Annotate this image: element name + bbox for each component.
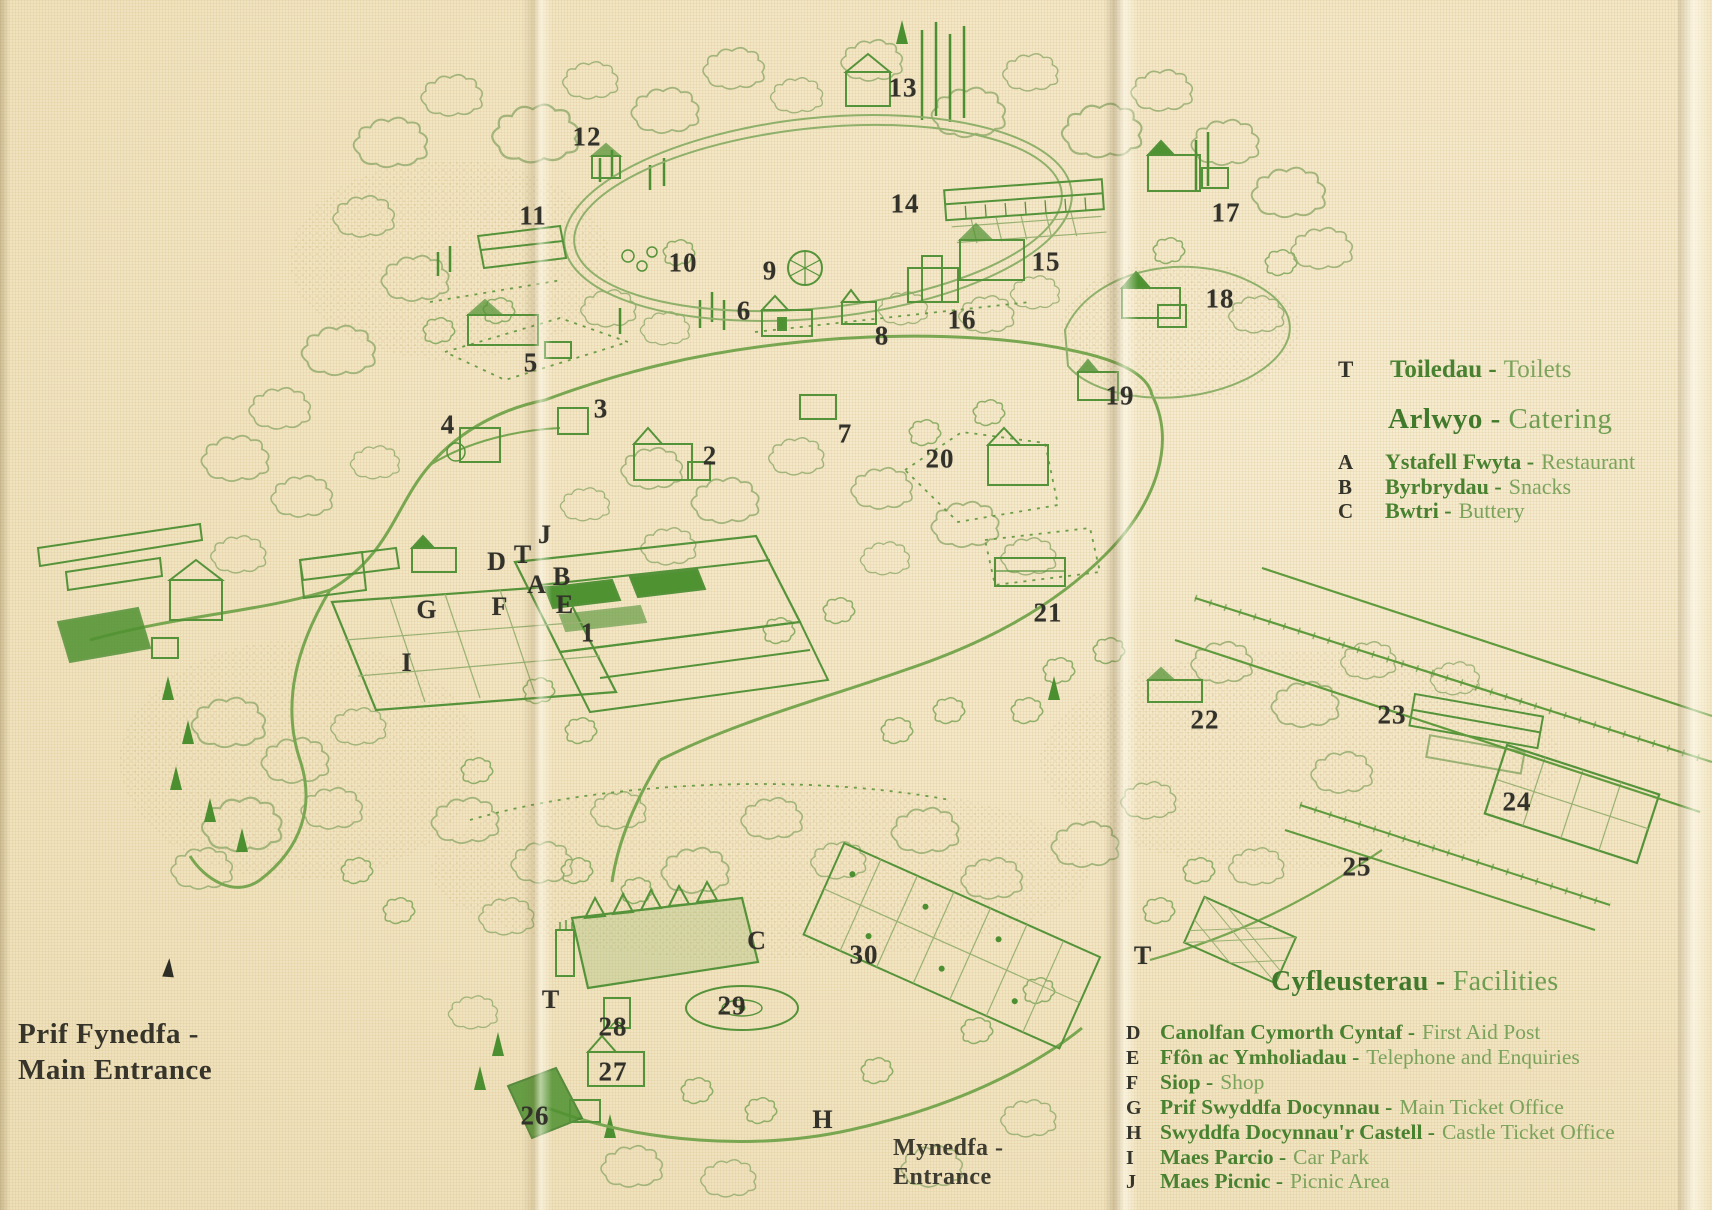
legend-welsh-G: Prif Swyddfa Docynnau - (1160, 1094, 1393, 1119)
legend-item-B: B Byrbrydau -Snacks (1338, 473, 1635, 500)
legend-facilities-items: D Canolfan Cymorth Cyntaf -First Aid Post… (1126, 1020, 1615, 1195)
legend-english-C: Buttery (1458, 498, 1525, 524)
legend-item-G: G Prif Swyddfa Docynnau -Main Ticket Offi… (1126, 1094, 1615, 1121)
terrace-walls (1174, 566, 1712, 931)
legend-item-F: F Siop -Shop (1126, 1069, 1615, 1096)
legend-key-I: I (1126, 1146, 1134, 1169)
legend-english-H: Castle Ticket Office (1441, 1119, 1615, 1144)
legend-welsh-A: Ystafell Fwyta - (1385, 449, 1535, 474)
legend-item-E: E Ffôn ac Ymholiadau -Telephone and Enqui… (1126, 1044, 1615, 1071)
legend-welsh-E: Ffôn ac Ymholiadau - (1160, 1044, 1360, 1069)
legend-english-J: Picnic Area (1290, 1169, 1390, 1194)
legend-welsh-D: Canolfan Cymorth Cyntaf - (1160, 1020, 1416, 1044)
walled-garden (1483, 743, 1661, 865)
main-entrance-line-english: Main Entrance (18, 1054, 213, 1086)
glasshouse (1182, 895, 1298, 985)
legend-toilets: T Toiledau -Toilets (1338, 356, 1571, 384)
facilities-header-english: Facilities (1452, 966, 1559, 997)
legend-key-F: F (1126, 1071, 1139, 1094)
fence-layer (429, 279, 1102, 821)
legend-key-J: J (1126, 1171, 1136, 1194)
legend-item-A: A Ystafell Fwyta -Restaurant (1338, 449, 1636, 475)
entrance-complex (36, 522, 368, 664)
legend-english-G: Main Ticket Office (1399, 1094, 1564, 1119)
legend-welsh-F: Siop - (1160, 1069, 1214, 1094)
legend-catering-header: Arlwyo - Catering (1388, 403, 1612, 436)
catering-header-english: Catering (1508, 403, 1613, 435)
legend-english-B: Snacks (1508, 473, 1572, 499)
ground-shading (120, 160, 1560, 960)
legend-welsh-B: Byrbrydau - (1385, 473, 1502, 499)
main-entrance-line-welsh: Prif Fynedfa - (18, 1018, 199, 1050)
legend-key-B: B (1338, 474, 1353, 499)
legend-welsh-J: Maes Picnic - (1160, 1169, 1283, 1194)
foliage-strokes (436, 22, 1210, 334)
entrance-arrow: ▲ (157, 947, 180, 985)
legend-key-G: G (1126, 1096, 1142, 1119)
legend-key-E: E (1126, 1046, 1140, 1069)
legend-key-T: T (1338, 357, 1354, 382)
museum-galleries (513, 534, 830, 714)
legend-key-D: D (1126, 1022, 1141, 1044)
roundhouse (787, 250, 823, 286)
legend-facilities-header: Cyfleusterau - Facilities (1271, 966, 1558, 998)
entrance-label: Mynedfa - Entrance (893, 1134, 1003, 1192)
legend-english-F: Shop (1220, 1069, 1265, 1094)
entrance-line-welsh: Mynedfa - (893, 1135, 1004, 1161)
legend-item-C: C Bwtri -Buttery (1338, 498, 1635, 524)
legend-welsh-C: Bwtri - (1385, 498, 1452, 524)
legend-key-C: C (1338, 499, 1354, 524)
legend-key-H: H (1126, 1121, 1142, 1144)
legend-english-D: First Aid Post (1422, 1020, 1541, 1044)
legend-welsh-H: Swyddfa Docynnau'r Castell - (1160, 1119, 1435, 1144)
legend-item-H: H Swyddfa Docynnau'r Castell -Castle Tick… (1126, 1119, 1615, 1146)
entrance-line-english: Entrance (893, 1164, 992, 1190)
legend-key-A: A (1338, 450, 1354, 474)
legend-english-E: Telephone and Enquiries (1366, 1044, 1580, 1069)
legend-item-I: I Maes Parcio -Car Park (1126, 1144, 1615, 1171)
legend-english-I: Car Park (1293, 1144, 1369, 1169)
facilities-header-welsh: Cyfleusterau - (1271, 966, 1446, 997)
main-entrance-label: Prif Fynedfa - Main Entrance (18, 1016, 212, 1088)
tree-layer (162, 20, 1481, 1198)
shop-ticket-row (298, 534, 457, 582)
legend-toilets-english: Toilets (1503, 356, 1572, 383)
legend-english-A: Restaurant (1541, 449, 1636, 474)
legend-item-J: J Maes Picnic - Picnic Area (1126, 1169, 1615, 1195)
legend-item-D: D Canolfan Cymorth Cyntaf -First Aid Post (1126, 1020, 1615, 1046)
stones (621, 246, 658, 272)
formal-gardens (802, 841, 1102, 1050)
catering-header-welsh: Arlwyo - (1388, 403, 1501, 435)
legend-toilets-welsh: Toiledau - (1390, 356, 1497, 383)
oval-track (563, 114, 1073, 322)
legend-welsh-I: Maes Parcio - (1160, 1144, 1287, 1169)
